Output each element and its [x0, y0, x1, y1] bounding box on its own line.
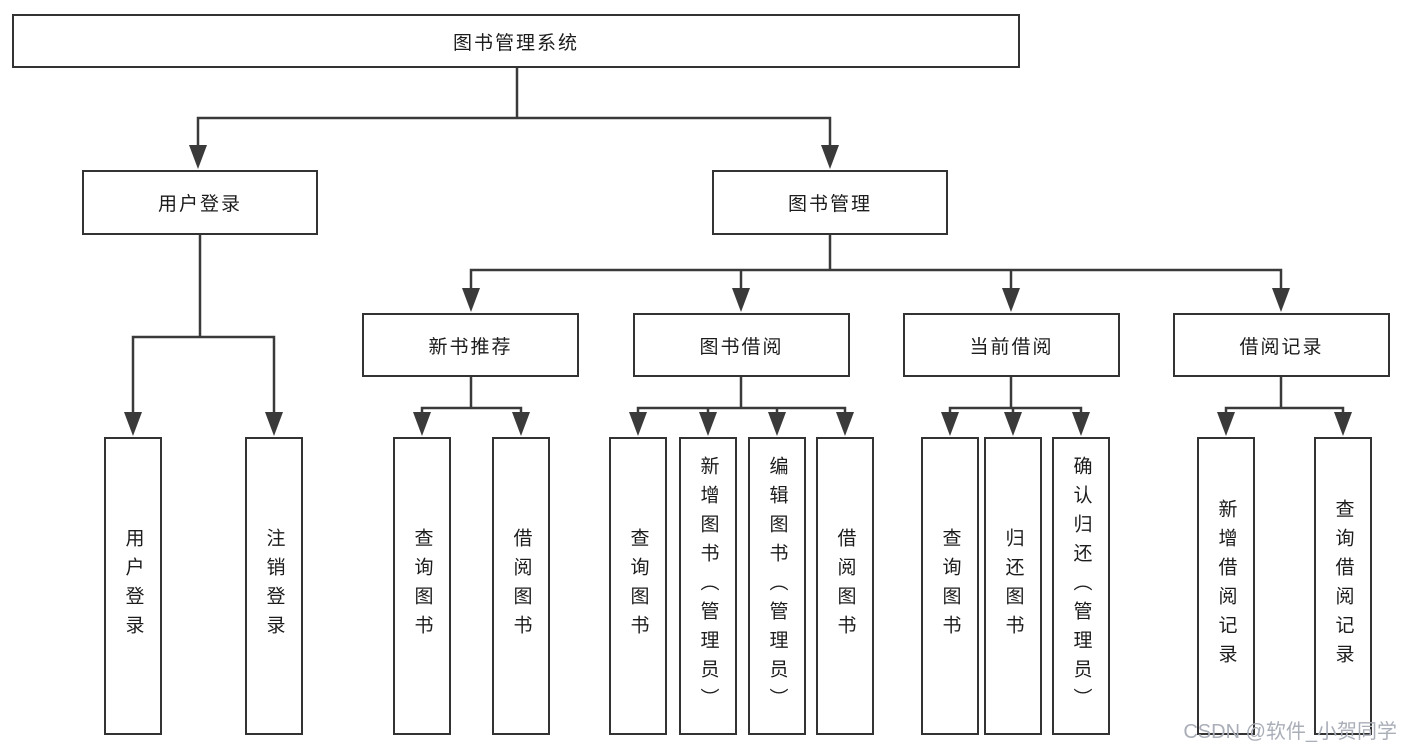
connector-current-borrow-to-leaves: [941, 377, 1090, 436]
node-leaf-bb-borrow-books: 借阅图书: [816, 437, 874, 735]
node-leaf-bb-edit-books-label: 编辑图书（管理员）: [766, 455, 788, 717]
node-leaf-cb-confirm-return-label: 确认归还（管理员）: [1070, 455, 1092, 717]
node-leaf-br-add-record: 新增借阅记录: [1197, 437, 1255, 735]
node-root-label: 图书管理系统: [452, 32, 579, 54]
connector-root-to-level2: [189, 68, 839, 169]
node-leaf-nbr-borrow-books: 借阅图书: [492, 437, 550, 735]
node-leaf-user-login-label: 用户登录: [122, 528, 144, 644]
connector-user-login-to-leaves: [124, 235, 283, 436]
csdn-watermark: CSDN @软件_小贺同学: [1183, 721, 1397, 743]
node-user-login-label: 用户登录: [157, 194, 242, 215]
node-borrow-records: 借阅记录: [1173, 313, 1390, 377]
node-leaf-bb-query-books: 查询图书: [609, 437, 667, 735]
connector-new-book-rec-to-leaves: [413, 377, 530, 436]
node-book-mgmt: 图书管理: [712, 170, 948, 235]
connector-book-borrow-to-leaves: [629, 377, 854, 436]
connector-book-mgmt-to-level3: [462, 235, 1290, 312]
node-borrow-records-label: 借阅记录: [1239, 336, 1324, 358]
node-leaf-logout-label: 注销登录: [263, 528, 285, 644]
connector-borrow-records-to-leaves: [1217, 377, 1352, 436]
node-leaf-bb-edit-books: 编辑图书（管理员）: [748, 437, 806, 735]
node-leaf-nbr-query-books-label: 查询图书: [411, 528, 433, 644]
node-leaf-bb-add-books: 新增图书（管理员）: [679, 437, 737, 735]
node-new-book-rec-label: 新书推荐: [428, 336, 513, 358]
node-leaf-user-login: 用户登录: [104, 437, 162, 735]
node-leaf-br-query-record: 查询借阅记录: [1314, 437, 1372, 735]
node-current-borrow: 当前借阅: [903, 313, 1120, 377]
node-book-borrow-label: 图书借阅: [699, 336, 784, 358]
node-leaf-cb-query-books: 查询图书: [921, 437, 979, 735]
node-leaf-br-add-record-label: 新增借阅记录: [1215, 499, 1237, 673]
node-leaf-bb-borrow-books-label: 借阅图书: [834, 528, 856, 644]
node-book-mgmt-label: 图书管理: [787, 194, 872, 215]
node-new-book-rec: 新书推荐: [362, 313, 579, 377]
node-leaf-br-query-record-label: 查询借阅记录: [1332, 499, 1354, 673]
node-leaf-cb-query-books-label: 查询图书: [939, 528, 961, 644]
node-current-borrow-label: 当前借阅: [969, 336, 1054, 358]
node-leaf-cb-confirm-return: 确认归还（管理员）: [1052, 437, 1110, 735]
node-leaf-bb-query-books-label: 查询图书: [627, 528, 649, 644]
node-leaf-nbr-query-books: 查询图书: [393, 437, 451, 735]
node-leaf-bb-add-books-label: 新增图书（管理员）: [697, 455, 719, 717]
node-leaf-cb-return-books-label: 归还图书: [1002, 528, 1024, 644]
node-root: 图书管理系统: [12, 14, 1020, 68]
node-user-login: 用户登录: [82, 170, 318, 235]
node-book-borrow: 图书借阅: [633, 313, 850, 377]
node-leaf-logout: 注销登录: [245, 437, 303, 735]
node-leaf-nbr-borrow-books-label: 借阅图书: [510, 528, 532, 644]
node-leaf-cb-return-books: 归还图书: [984, 437, 1042, 735]
